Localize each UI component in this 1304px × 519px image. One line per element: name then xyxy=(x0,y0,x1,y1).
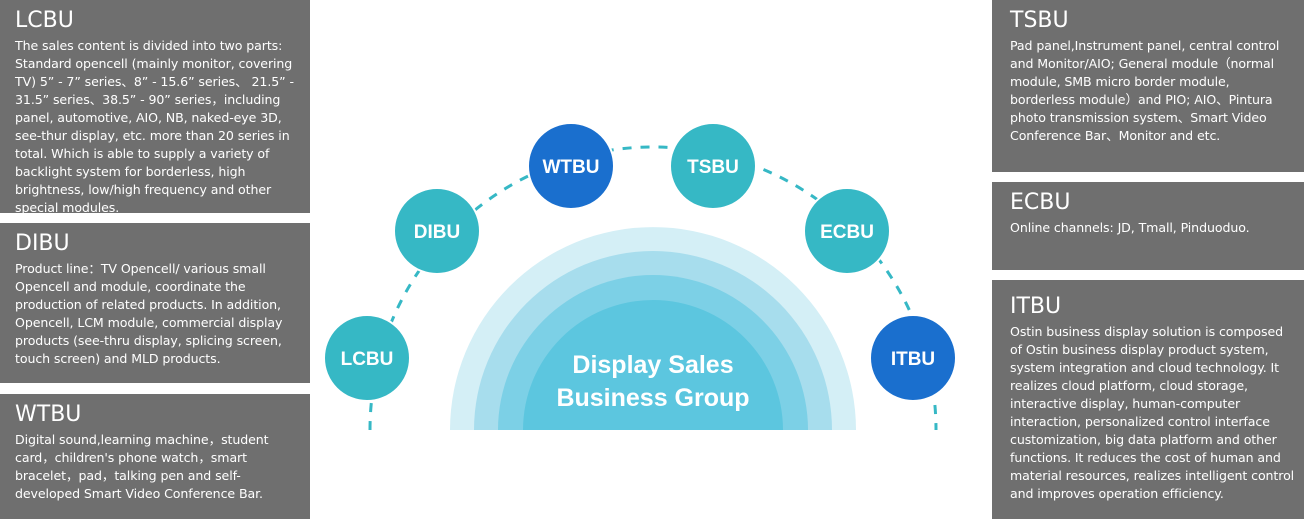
wtbu-panel-title: WTBU xyxy=(15,402,82,427)
node-itbu: ITBU xyxy=(869,314,957,402)
tsbu-panel: TSBU Pad panel,Instrument panel, central… xyxy=(992,0,1304,172)
node-lcbu-label: LCBU xyxy=(341,349,394,370)
ecbu-panel-title: ECBU xyxy=(1010,190,1071,215)
node-wtbu-label: WTBU xyxy=(543,157,600,178)
business-group-diagram: Display Sales Business Group LCBU DIBU W… xyxy=(323,122,957,431)
wtbu-panel: WTBU Digital sound,learning machine，stud… xyxy=(0,394,310,519)
node-tsbu-label: TSBU xyxy=(687,157,739,178)
core-arc xyxy=(523,300,783,430)
node-tsbu: TSBU xyxy=(669,122,757,210)
center-title-line1: Display Sales xyxy=(572,351,733,379)
node-wtbu: WTBU xyxy=(527,122,615,210)
dibu-panel: DIBU Product line：TV Opencell/ various s… xyxy=(0,223,310,383)
lcbu-panel-title: LCBU xyxy=(15,8,74,33)
node-ecbu: ECBU xyxy=(803,187,891,275)
node-dibu: DIBU xyxy=(393,187,481,275)
node-itbu-label: ITBU xyxy=(891,349,935,370)
node-lcbu: LCBU xyxy=(323,314,411,402)
dibu-panel-title: DIBU xyxy=(15,231,70,256)
node-dibu-label: DIBU xyxy=(414,222,460,243)
center-title-line2: Business Group xyxy=(556,384,749,412)
ecbu-panel-text: Online channels: JD, Tmall, Pinduoduo. xyxy=(1010,220,1250,235)
tsbu-panel-title: TSBU xyxy=(1010,8,1069,33)
lcbu-panel-text: The sales content is divided into two pa… xyxy=(15,38,294,215)
tsbu-panel-text: Pad panel,Instrument panel, central cont… xyxy=(1010,38,1280,143)
ecbu-panel: ECBU Online channels: JD, Tmall, Pinduod… xyxy=(992,182,1304,270)
dibu-panel-text: Product line：TV Opencell/ various small … xyxy=(15,261,283,366)
lcbu-panel: LCBU The sales content is divided into t… xyxy=(0,0,310,215)
node-ecbu-label: ECBU xyxy=(820,222,874,243)
itbu-panel: ITBU Ostin business display solution is … xyxy=(992,280,1304,519)
itbu-panel-text: Ostin business display solution is compo… xyxy=(1010,324,1295,501)
wtbu-panel-text: Digital sound,learning machine，student c… xyxy=(15,432,269,501)
itbu-panel-title: ITBU xyxy=(1010,294,1062,319)
